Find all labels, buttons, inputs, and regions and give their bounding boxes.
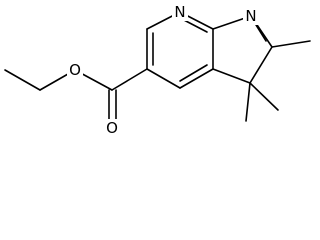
ester-o-single-bg: [67, 61, 83, 79]
ester-oxygen-label: O: [69, 61, 81, 79]
bond-c7a-n7-inner: [181, 18, 208, 33]
carbonyl-o-bg: [104, 119, 121, 137]
bond-c3-c3a: [212, 68, 251, 84]
bond-c5-carbonyl: [111, 68, 148, 91]
bond-n1-c2-inner: [255, 24, 267, 42]
bond-c3-methyl-a: [245, 82, 251, 122]
pyridine-nitrogen-label: N: [174, 3, 185, 21]
bond-c3-methyl-b: [249, 82, 279, 111]
bond-c2-c3: [249, 46, 273, 84]
pyridine-n-bg: [172, 3, 188, 21]
bond-c2-methyl: [271, 40, 311, 48]
bond-c4-c3a: [179, 68, 214, 89]
chemical-structure: N N O O: [4, 3, 311, 137]
bond-c4-c3a-inner: [179, 64, 208, 82]
imine-n-bg: [243, 7, 259, 25]
carbonyl-oxygen-label: O: [106, 119, 118, 137]
bond-ethyl-ch2-ch3: [4, 69, 41, 91]
imine-nitrogen-label: N: [245, 7, 256, 25]
bond-c5-c4: [146, 68, 181, 89]
